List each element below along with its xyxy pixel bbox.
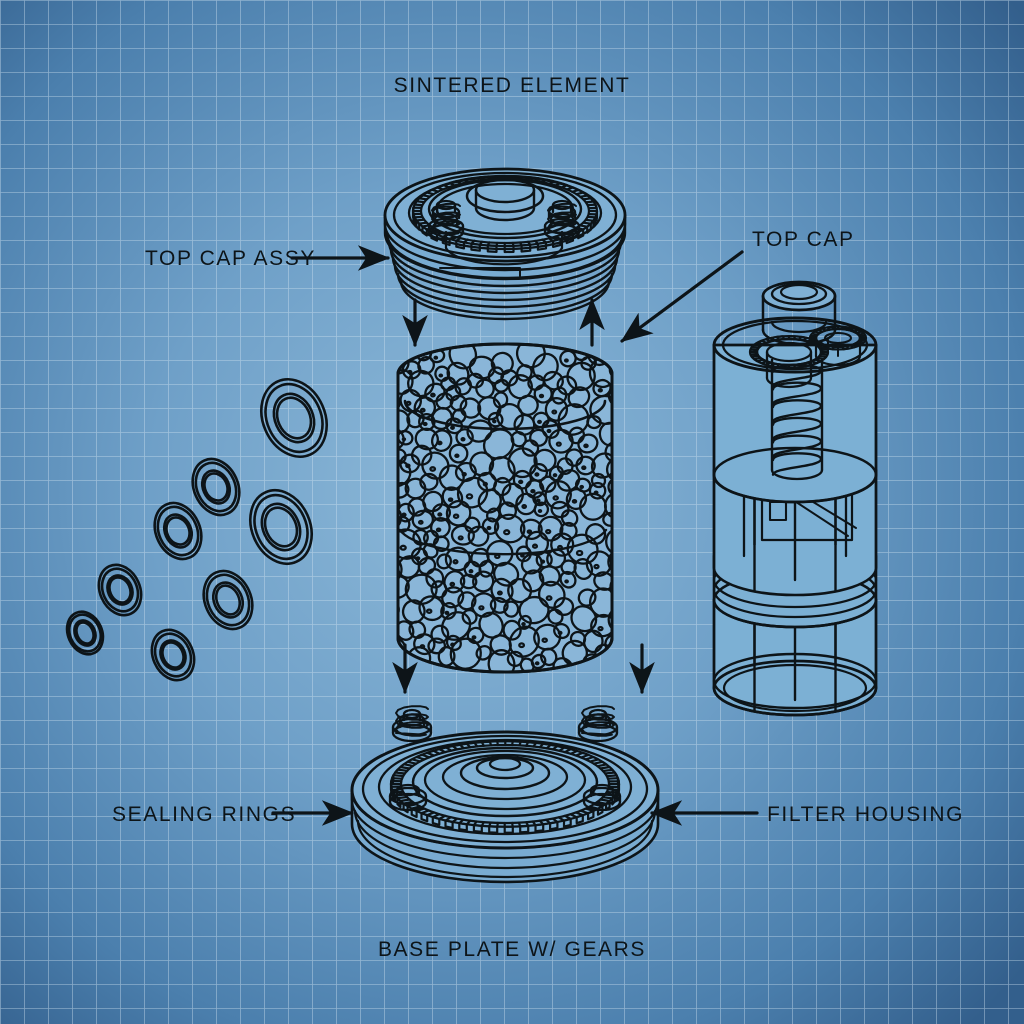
part-filter-housing — [712, 280, 878, 717]
leader-top-cap — [620, 250, 744, 343]
page-title: SINTERED ELEMENT — [394, 74, 631, 97]
label-top-cap-assy: TOP CAP ASSY — [145, 247, 316, 270]
part-sintered-element — [396, 342, 614, 674]
label-top-cap: TOP CAP — [752, 228, 855, 251]
page-caption: BASE PLATE W/ GEARS — [378, 938, 646, 961]
part-sealing-rings — [65, 378, 328, 682]
part-base-plate — [350, 705, 660, 884]
label-filter-housing: FILTER HOUSING — [767, 803, 964, 826]
part-top-cap-assembly — [383, 167, 627, 321]
label-sealing-rings: SEALING RINGS — [112, 803, 296, 826]
